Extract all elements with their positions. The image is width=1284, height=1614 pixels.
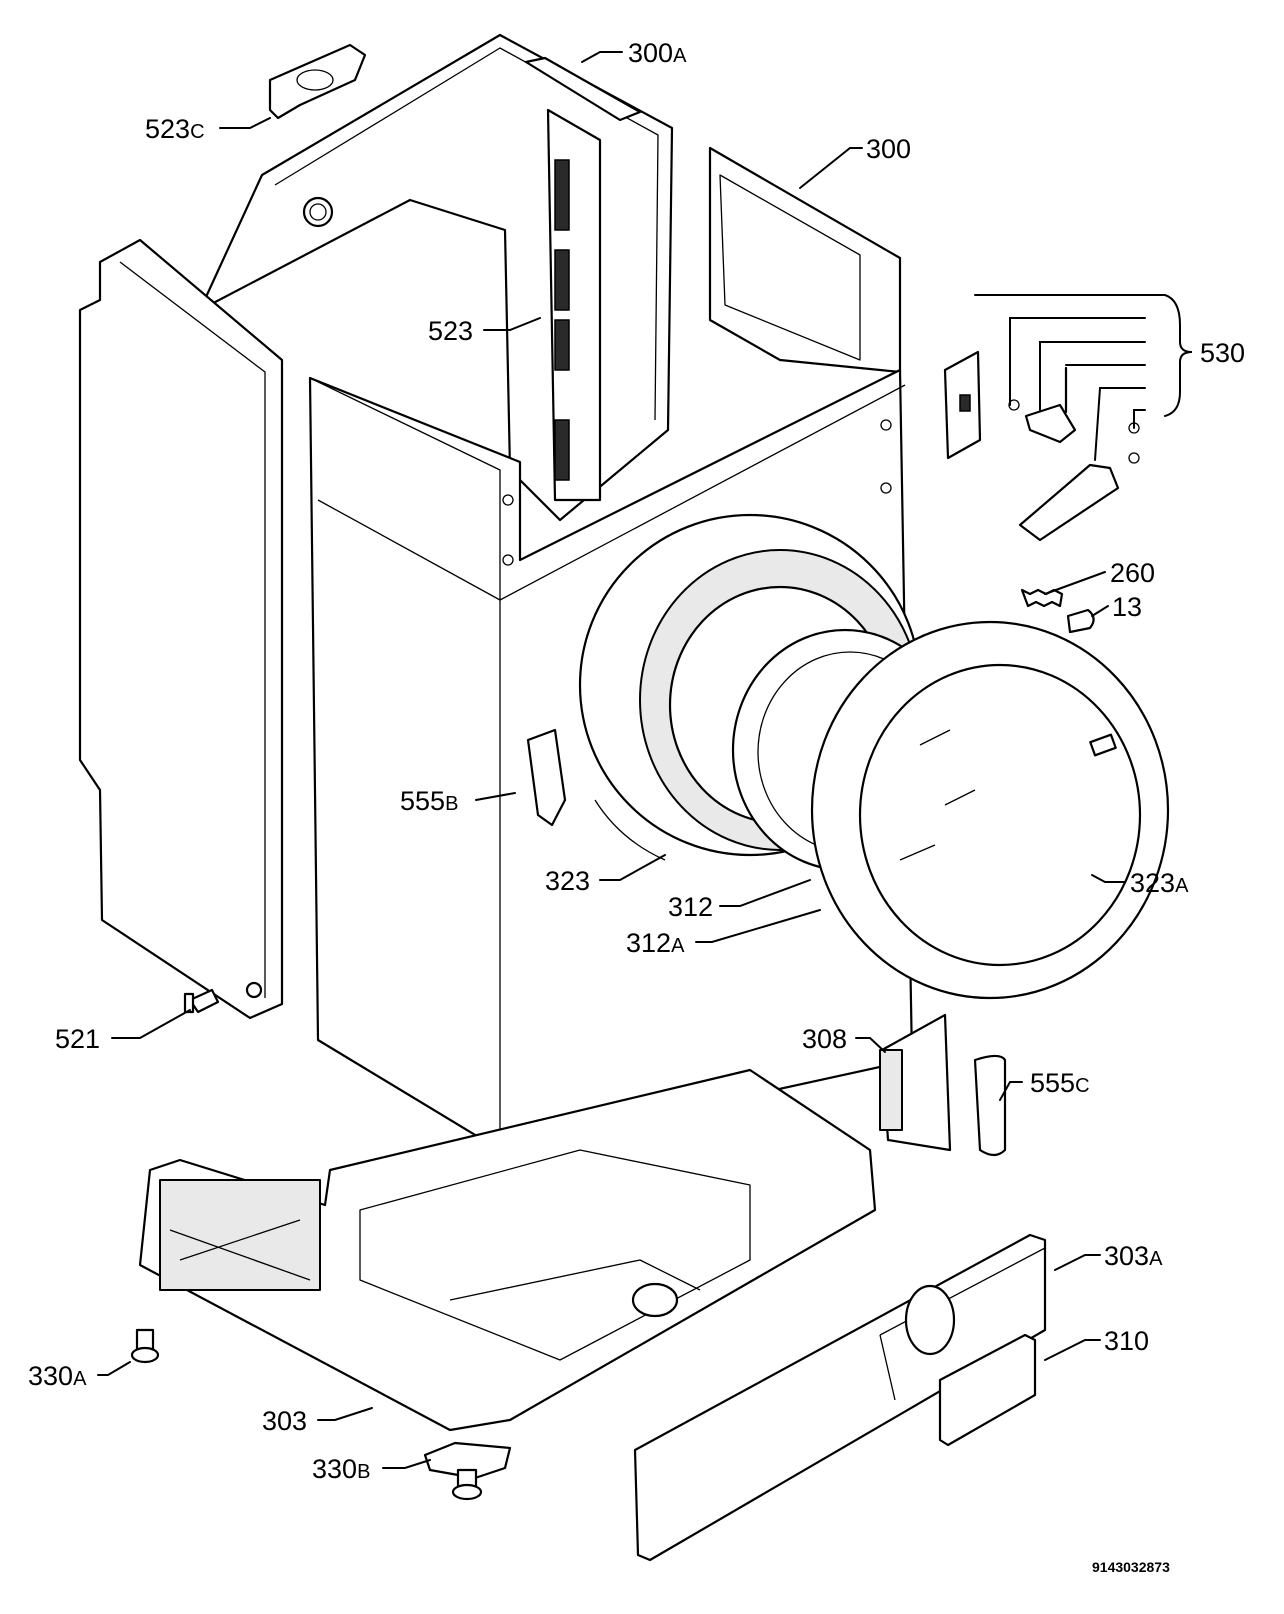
pin-part-13 [1066,608,1095,634]
hinge-part-308 [879,1013,952,1152]
callout-13: 13 [1112,592,1142,622]
door-handle-assembly-part-530 [943,294,1193,542]
callout-308: 308 [802,1024,847,1054]
cover-part-555b [526,728,567,827]
callout-530: 530 [1200,338,1245,368]
callout-312a: 312A [626,928,685,958]
cable-holder-part-523 [546,108,602,502]
callout-523: 523 [428,316,473,346]
screw-part-521 [183,988,220,1014]
cover-part-555c [973,1054,1007,1157]
callout-555c: 555C [1030,1068,1090,1098]
callout-323a: 323A [1130,868,1189,898]
callout-523c: 523C [145,114,205,144]
callout-303a: 303A [1104,1241,1163,1271]
top-rail-part-300a [524,56,642,122]
drawing-number: 9143032873 [1092,1559,1170,1575]
control-panel-part-303a [633,1233,1047,1562]
spring-part-260 [1020,588,1064,608]
leader-lines [97,51,1166,1469]
callout-260: 260 [1110,558,1155,588]
callout-labels: 300A 300 523C 523 530 260 13 555B 323 31… [28,38,1245,1575]
foot-part-330b [423,1441,512,1501]
foot-part-330a [130,1328,160,1364]
clip-part-523c [268,43,367,120]
base-frame-part-303 [138,1068,877,1432]
callout-310: 310 [1104,1326,1149,1356]
callout-330a: 330A [28,1361,87,1391]
left-side-panel [78,238,284,1020]
callout-521: 521 [55,1024,100,1054]
dispenser-cover-part-310 [938,1333,1037,1447]
door-assembly-part-323a [810,620,1170,1000]
callout-300: 300 [866,134,911,164]
callout-555b: 555B [400,786,458,816]
callout-312: 312 [668,892,713,922]
callout-330b: 330B [312,1454,370,1484]
callout-300a: 300A [628,38,687,68]
callout-303: 303 [262,1406,307,1436]
callout-323: 323 [545,866,590,896]
